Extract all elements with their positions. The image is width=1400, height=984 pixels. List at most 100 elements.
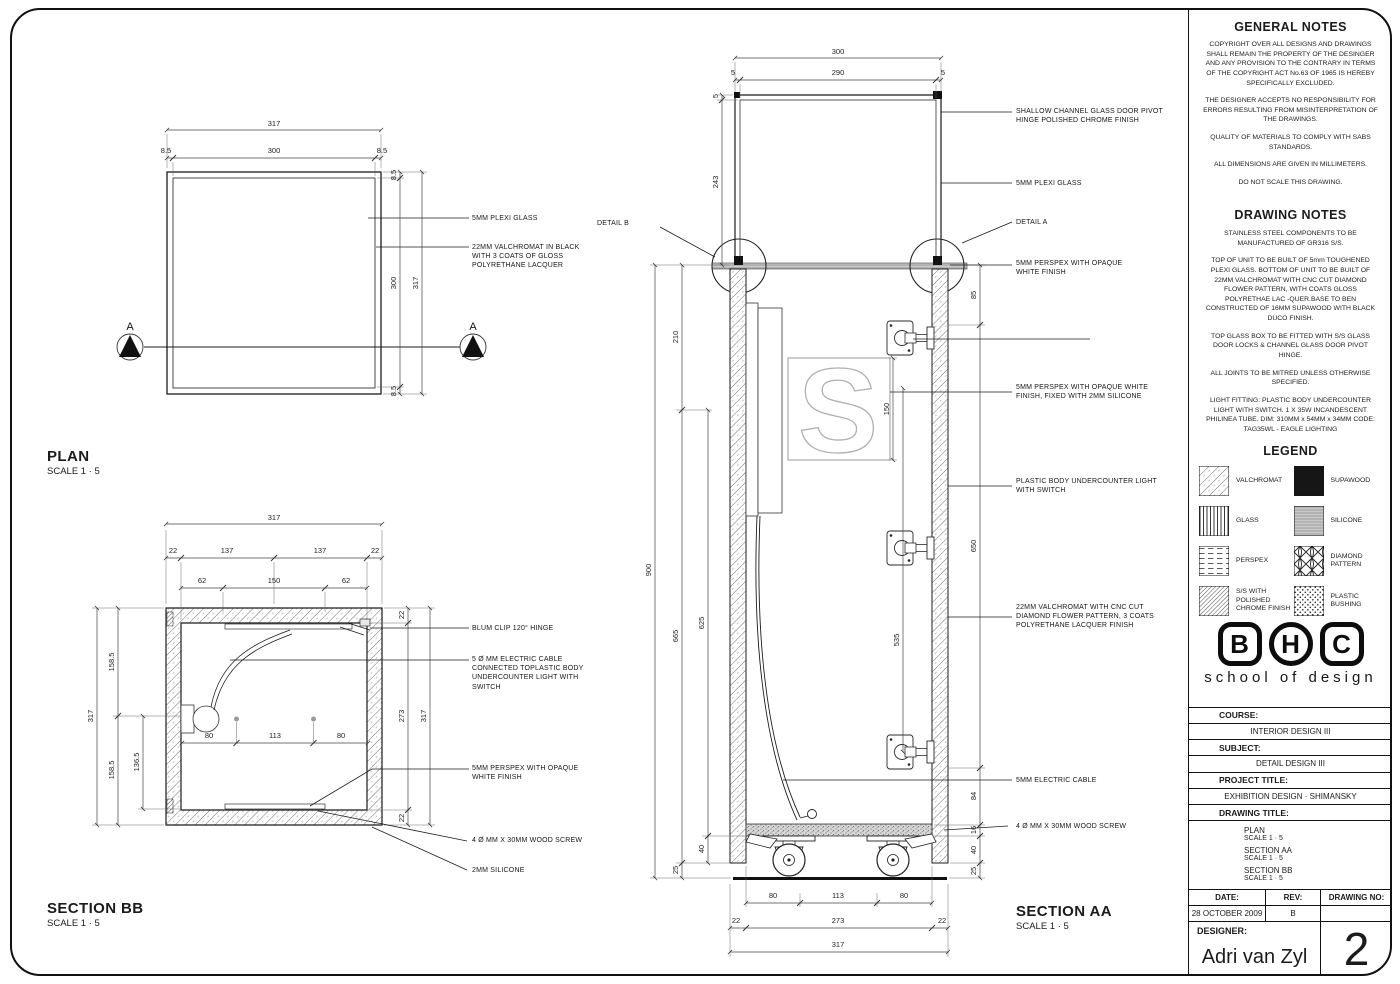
svg-text:317: 317: [268, 513, 281, 522]
svg-text:8.5: 8.5: [389, 170, 398, 180]
course-value: INTERIOR DESIGN III: [1189, 724, 1392, 741]
aa-dim-glass-width: 300: [732, 47, 944, 61]
svg-text:150: 150: [882, 403, 891, 416]
general-notes-title: GENERAL NOTES: [1234, 20, 1347, 34]
svg-text:273: 273: [397, 710, 406, 723]
svg-text:80: 80: [769, 891, 777, 900]
svg-text:317: 317: [419, 710, 428, 723]
date-label: DATE:: [1189, 889, 1266, 905]
plan-leader-lines: [368, 217, 469, 248]
plan-dim-width-total: 317: [164, 119, 384, 133]
svg-text:85: 85: [969, 291, 978, 299]
plan-title: PLAN: [47, 448, 90, 465]
bb-dim-left-halves: 158.5 158.5: [107, 605, 122, 828]
bb-dim-top-total: 317: [163, 513, 385, 527]
bb-blum-hinge: [339, 618, 371, 636]
bb-dim-left-total: 317: [86, 605, 100, 828]
svg-text:40: 40: [697, 845, 706, 853]
aa-perspex-panel: [745, 302, 759, 517]
aa-leader-lines: [659, 111, 1090, 831]
svg-text:900: 900: [644, 564, 653, 577]
section-bb-title-block: SECTION BB SCALE 1 · 5: [47, 900, 144, 929]
svg-text:113: 113: [832, 891, 844, 900]
section-marker-a-right: A: [469, 321, 477, 333]
section-bb-view: 317 22 137 137 22 62 150 62 317 158.5 15…: [86, 513, 469, 871]
drawing-title-label: DRAWING TITLE:: [1189, 805, 1392, 821]
svg-text:210: 210: [671, 331, 680, 344]
aa-caster-lever-left: [745, 833, 778, 849]
project-title-value: EXHIBITION DESIGN · SHIMANSKY: [1189, 789, 1392, 806]
svg-text:158.5: 158.5: [107, 761, 116, 780]
aa-channel-fitting-right: [933, 256, 942, 265]
section-arrow-left: [119, 335, 141, 357]
svg-text:25: 25: [671, 866, 680, 874]
legend-label: VALCHROMAT: [1236, 476, 1283, 484]
aa-dim-bottom-parts: 22 273 22: [727, 916, 951, 932]
drawing-no-spacer: [1321, 906, 1392, 921]
svg-text:317: 317: [268, 119, 281, 128]
project-title-label: PROJECT TITLE:: [1189, 773, 1392, 789]
section-arrow-right: [462, 335, 484, 357]
plan-outer-outline: [166, 171, 382, 395]
svg-text:22: 22: [169, 546, 177, 555]
aa-dim-lights-535: 535: [892, 385, 906, 755]
svg-text:273: 273: [832, 916, 845, 925]
svg-text:80: 80: [337, 731, 345, 740]
drawing-name: SECTION AA: [1244, 845, 1293, 855]
bhc-logo: B H C school of design: [1189, 622, 1392, 686]
aa-glass-box-inner: [739, 99, 937, 265]
general-note: DO NOT SCALE THIS DRAWING.: [1238, 179, 1343, 187]
bb-screw-bottom: [166, 798, 174, 814]
bb-dim-right-total: 317: [419, 605, 433, 828]
aa-undercounter-light-1: [886, 320, 935, 356]
svg-text:8.5: 8.5: [161, 146, 171, 155]
svg-text:22: 22: [732, 916, 740, 925]
stainless-steel-swatch-icon: [1199, 586, 1229, 616]
legend-label: PERSPEX: [1236, 556, 1269, 564]
logo-b-icon: B: [1217, 622, 1262, 666]
svg-text:80: 80: [205, 731, 213, 740]
aa-label-detail-b: DETAIL B: [597, 220, 629, 227]
drawing-title-list: PLAN SCALE 1 · 5 SECTION AA SCALE 1 · 5 …: [1189, 821, 1392, 890]
aa-panel-body: [757, 307, 783, 514]
general-note: THE DESIGNER ACCEPTS NO RESPONSIBILITY F…: [1203, 97, 1378, 124]
svg-text:300: 300: [389, 277, 398, 290]
svg-text:150: 150: [268, 576, 281, 585]
bb-label-hinge: BLUM CLIP 120° HINGE: [472, 625, 554, 632]
meta-header-row: DATE: REV: DRAWING NO:: [1189, 889, 1392, 906]
drawing-title-item: SECTION AA SCALE 1 · 5: [1244, 846, 1392, 862]
aa-label-perspex-fixed: 5MM PERSPEX WITH OPAQUE WHITE FINISH, FI…: [1016, 384, 1149, 401]
subject-value: DETAIL DESIGN III: [1189, 756, 1392, 773]
legend-item: S/S WITH POLISHED CHROME FINISH: [1199, 586, 1294, 616]
svg-text:290: 290: [832, 68, 845, 77]
aa-label-valchromat: 22MM VALCHROMAT WITH CNC CUT DIAMOND FLO…: [1016, 604, 1155, 630]
bb-screw-top: [166, 611, 174, 627]
subject-label: SUBJECT:: [1189, 740, 1392, 757]
logo-tagline: school of design: [1204, 669, 1377, 686]
diamond-pattern-swatch-icon: [1293, 546, 1324, 576]
legend-item: VALCHROMAT: [1199, 466, 1294, 496]
meta-value-row: 28 OCTOBER 2009 B: [1189, 905, 1392, 922]
svg-text:243: 243: [711, 176, 720, 189]
bb-extension-lines: [92, 530, 435, 826]
svg-text:300: 300: [268, 146, 281, 155]
aa-label-cable: 5MM ELECTRIC CABLE: [1016, 777, 1097, 784]
aa-dim-left-inner-chain: 625 40: [697, 407, 712, 866]
svg-text:22: 22: [938, 916, 946, 925]
perspex-swatch-icon: [1199, 546, 1229, 576]
drawing-note: TOP GLASS BOX TO BE FITTED WITH S/S GLAS…: [1211, 332, 1370, 360]
plan-label-valchromat: 22MM VALCHROMAT IN BLACK WITH 3 COATS OF…: [472, 244, 580, 270]
legend-label: PLASTIC BUSHING: [1330, 592, 1362, 608]
legend-label: DIAMOND PATTERN: [1330, 552, 1363, 568]
drawing-no-label: DRAWING NO:: [1328, 892, 1385, 902]
bb-bottom-perspex-strip: [224, 803, 326, 810]
aa-channel-fitting-left: [734, 256, 743, 265]
drawing-scale: SCALE 1 · 5: [1244, 874, 1283, 882]
aa-top-perspex-strip: [711, 262, 968, 270]
drawing-scale: SCALE 1 · 5: [1244, 854, 1283, 862]
course-label: COURSE:: [1189, 708, 1392, 724]
section-aa-view: S: [644, 47, 1090, 957]
legend-item: DIAMOND PATTERN: [1293, 546, 1389, 576]
aa-dim-glass-height: 5 243: [711, 92, 726, 268]
